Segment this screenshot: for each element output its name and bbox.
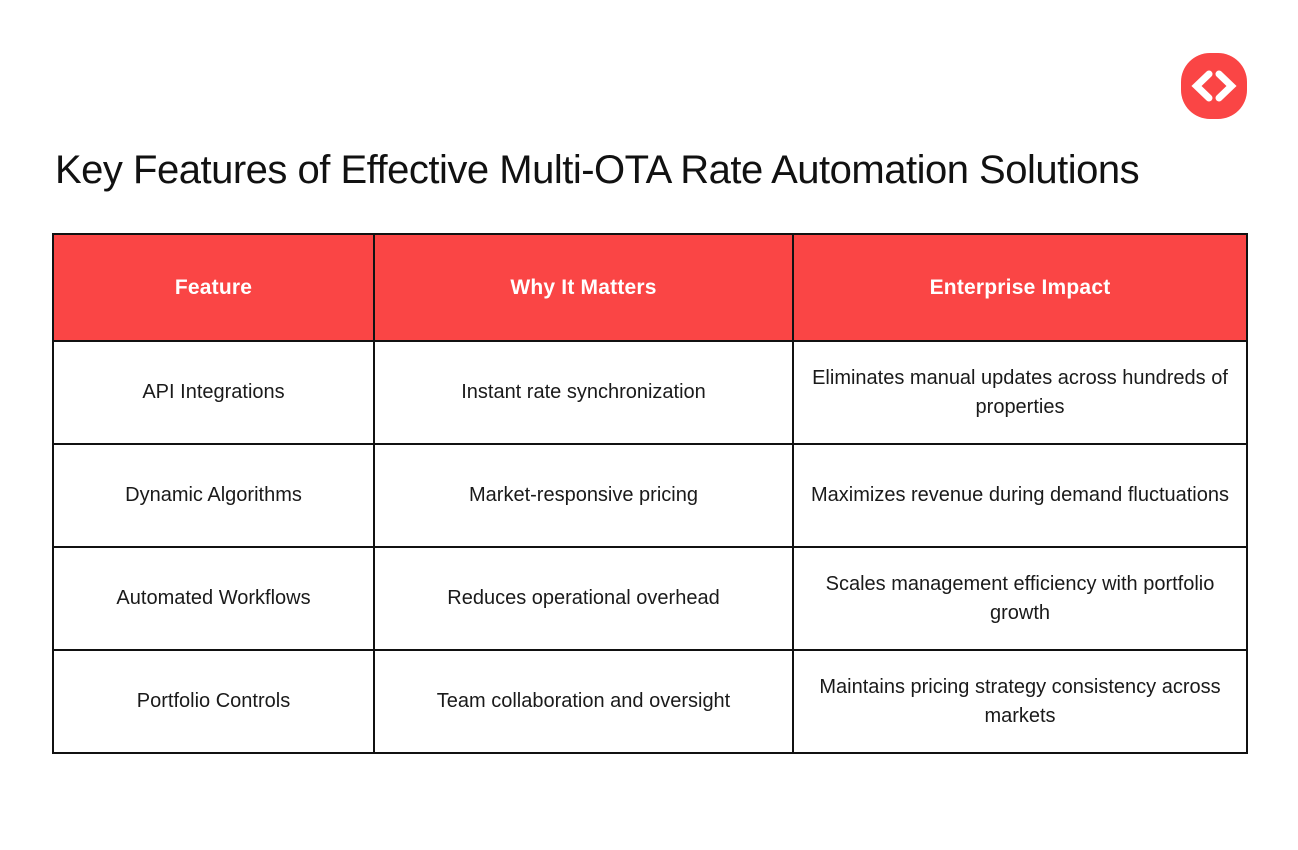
table-row: Automated Workflows Reduces operational … (52, 546, 1248, 651)
table-row: Dynamic Algorithms Market-responsive pri… (52, 443, 1248, 548)
cell-why: Market-responsive pricing (373, 443, 794, 548)
page-title: Key Features of Effective Multi-OTA Rate… (55, 148, 1140, 192)
brand-logo (1181, 53, 1247, 119)
cell-why: Team collaboration and oversight (373, 649, 794, 754)
cell-feature: API Integrations (52, 340, 375, 445)
code-brackets-icon (1181, 53, 1247, 119)
cell-feature: Dynamic Algorithms (52, 443, 375, 548)
features-table: Feature Why It Matters Enterprise Impact… (52, 233, 1248, 754)
cell-impact: Maintains pricing strategy consistency a… (792, 649, 1248, 754)
table-header-row: Feature Why It Matters Enterprise Impact (52, 233, 1248, 342)
table-row: Portfolio Controls Team collaboration an… (52, 649, 1248, 754)
cell-feature: Automated Workflows (52, 546, 375, 651)
cell-impact: Scales management efficiency with portfo… (792, 546, 1248, 651)
column-header-why-it-matters: Why It Matters (373, 233, 794, 342)
cell-impact: Eliminates manual updates across hundred… (792, 340, 1248, 445)
column-header-feature: Feature (52, 233, 375, 342)
cell-impact: Maximizes revenue during demand fluctuat… (792, 443, 1248, 548)
table-body: API Integrations Instant rate synchroniz… (52, 340, 1248, 754)
table-row: API Integrations Instant rate synchroniz… (52, 340, 1248, 445)
column-header-enterprise-impact: Enterprise Impact (792, 233, 1248, 342)
cell-why: Reduces operational overhead (373, 546, 794, 651)
cell-feature: Portfolio Controls (52, 649, 375, 754)
cell-why: Instant rate synchronization (373, 340, 794, 445)
